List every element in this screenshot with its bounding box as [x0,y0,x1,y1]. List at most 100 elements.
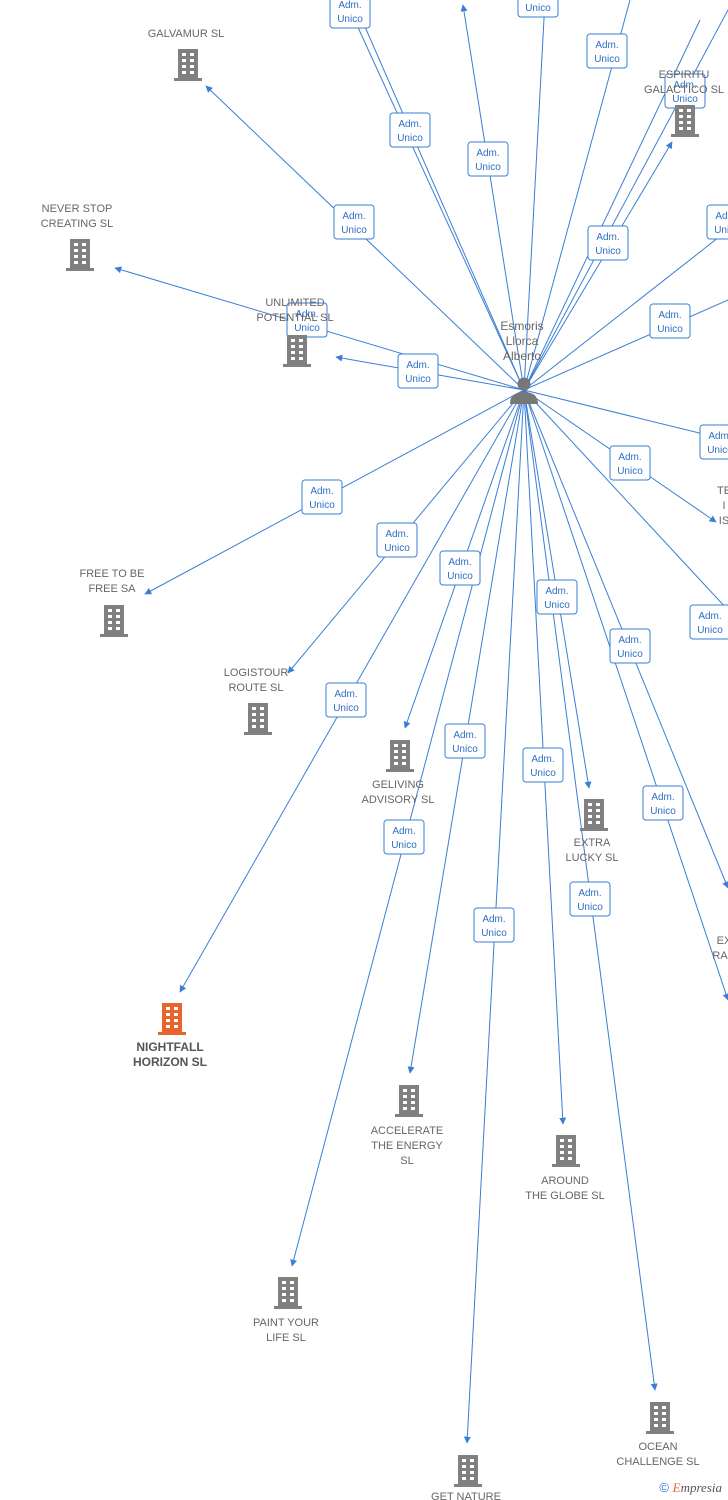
role-badge[interactable]: Adm.Unico [699,424,728,460]
company-name: TE [717,485,728,497]
role-badge[interactable]: Adm.Unico [383,819,425,855]
role-title: Adm. [338,0,361,11]
role-title: Adm. [453,730,476,741]
role-title: Adm. [392,826,415,837]
company-name: I [722,500,725,512]
company-name: FREE TO BE [79,568,144,580]
role-type: Unico [337,14,363,25]
role-badge[interactable]: Adm.Unico [689,604,728,640]
role-badge[interactable]: Adm.Unico [286,302,328,338]
role-type: Unico [481,928,507,939]
role-badge[interactable]: Adm.Unico [536,579,578,615]
role-badge[interactable]: Adm.Unico [397,353,439,389]
role-badge-frame [689,604,728,640]
role-badge[interactable]: Adm.Unico [586,33,628,69]
building-icon [454,1455,482,1487]
role-badge-frame [642,785,684,821]
role-type: Unico [594,54,620,65]
role-type: Unico [341,225,367,236]
role-badge[interactable]: Adm.Unico [569,881,611,917]
role-badge-frame [649,303,691,339]
role-type: Unico [525,3,551,14]
building-icon [244,703,272,735]
role-badge[interactable]: Adm.Unico [376,522,418,558]
role-title: Adm. [476,148,499,159]
role-badge[interactable]: Adm.Unico [609,628,651,664]
role-badge[interactable]: Adm.Unico [649,303,691,339]
role-title: Adm. [482,914,505,925]
role-badge[interactable]: Adm. Unico [473,907,515,943]
company-name: LUCKY SL [566,852,619,864]
building-icon [671,105,699,137]
role-badge[interactable]: Adm.Unico [642,785,684,821]
role-type: Unico [672,94,698,105]
role-title: Adm. [295,309,318,320]
company-name: AROUND [541,1175,589,1187]
person-name: Esmoris [500,319,543,333]
company-name: GALVAMUR SL [148,28,225,40]
relationship-edge [523,141,673,391]
company-name: GET NATURE [431,1491,501,1500]
role-badge[interactable]: Adm.Unico [522,747,564,783]
company-node-extra-lucky[interactable]: EXTRA LUCKY SL [566,799,619,864]
role-badge[interactable]: Adm.Unico [325,682,367,718]
company-node-paint-your-life[interactable]: PAINT YOUR LIFE SL [253,1277,319,1344]
role-title: Adm. [618,452,641,463]
building-icon [283,335,311,367]
company-name: CHALLENGE SL [616,1456,699,1468]
role-type: Unico [544,600,570,611]
role-badge[interactable]: Adm.Unico [439,550,481,586]
person-icon [510,377,538,404]
role-type: Unico [309,500,335,511]
company-name: PAINT YOUR [253,1317,319,1329]
building-icon [395,1085,423,1117]
company-name: EXTRA [574,837,611,849]
relationship-edge [523,389,728,441]
company-name: LIFE SL [266,1332,306,1344]
role-badge[interactable]: Adm. Unico [467,141,509,177]
role-badge[interactable]: Adm.Unico [587,225,629,261]
role-badge-frame [586,33,628,69]
relationship-edge [523,9,728,391]
company-node-ex-ran-partial[interactable]: EXRAN [712,935,728,962]
relationship-edge [523,299,728,391]
role-badge-frame [397,353,439,389]
role-badge[interactable]: Adm.Unico [444,723,486,759]
role-badge-frame [389,112,431,148]
role-type: Unico [595,246,621,257]
role-badge-frame [517,0,559,18]
role-title: Adm. [398,119,421,130]
role-type: Unico [475,162,501,173]
company-name: GELIVING [372,779,424,791]
company-name: CREATING SL [41,218,114,230]
role-badge[interactable]: Adm.Unico [609,445,651,481]
company-name: EX [717,935,728,947]
role-type: Unico [333,703,359,714]
role-badge[interactable]: Adm.Unico [706,204,728,240]
role-badge-frame [333,204,375,240]
role-badge[interactable]: Adm.Unico [333,204,375,240]
company-node-get-nature[interactable]: GET NATURE [431,1455,501,1500]
role-type: Unico [617,649,643,660]
role-badge[interactable]: Adm.Unico [389,112,431,148]
company-node-galvamur[interactable]: GALVAMUR SL [148,28,225,81]
role-badge[interactable]: Adm.Unico [301,479,343,515]
relationship-edge [349,9,525,391]
role-badge[interactable]: Adm. Unico [329,0,371,29]
role-badge[interactable]: Adm.Unico [517,0,559,18]
empresia-watermark[interactable]: © Empresia [659,1480,722,1496]
